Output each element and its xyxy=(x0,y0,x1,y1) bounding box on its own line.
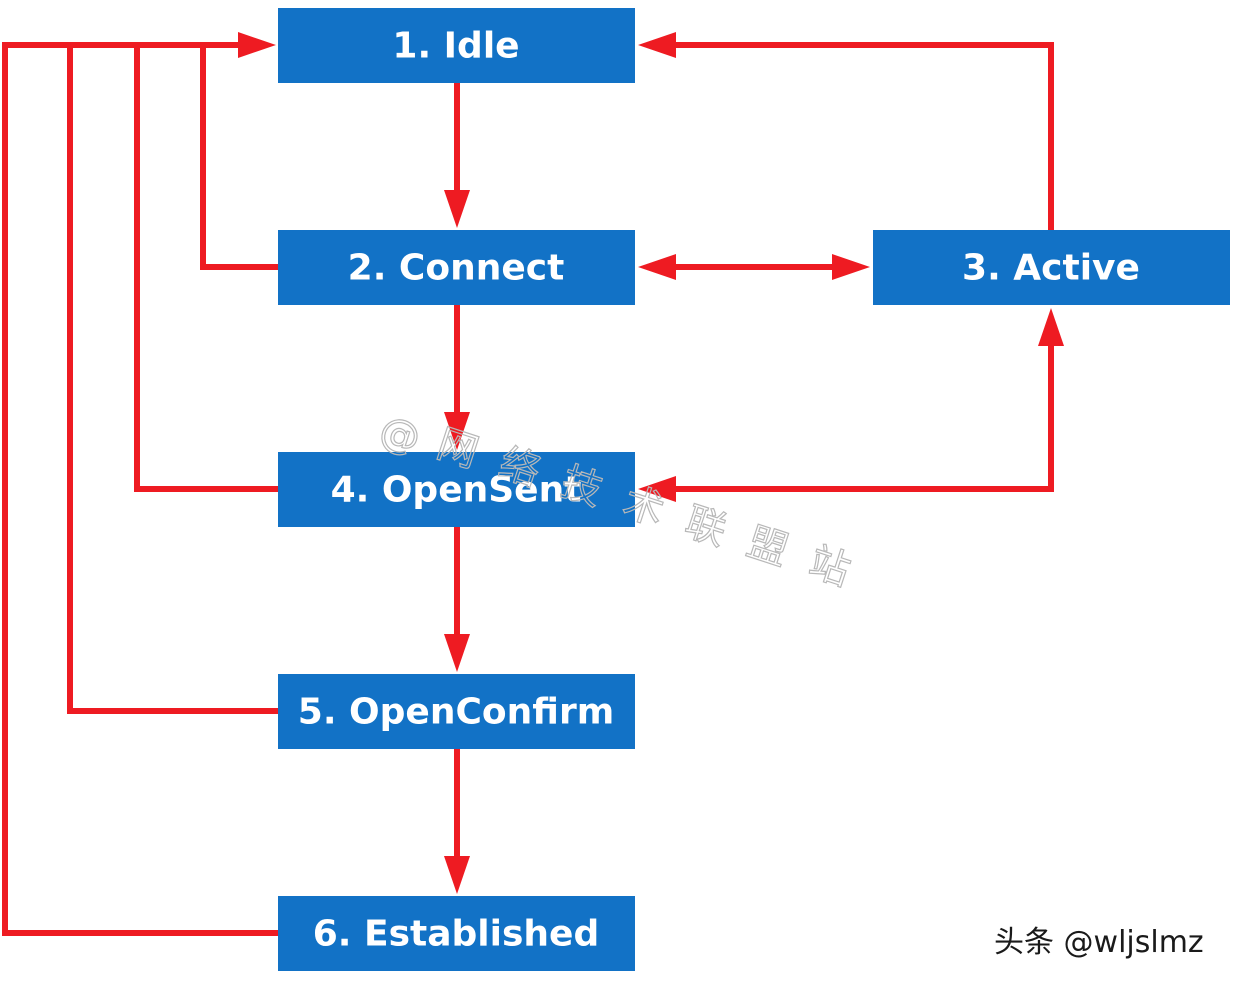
arrowhead-into-opensent-from-active xyxy=(638,476,676,502)
edge-openconfirm-to-idle xyxy=(67,45,278,714)
arrowhead-into-openconfirm xyxy=(444,634,470,672)
state-active: 3. Active xyxy=(873,230,1230,305)
edge-active-opensent xyxy=(668,338,1054,492)
arrowhead-into-active-from-opensent xyxy=(1038,308,1064,346)
edge-connect-to-idle xyxy=(200,45,278,270)
state-active-label: 3. Active xyxy=(962,248,1140,289)
state-idle-label: 1. Idle xyxy=(392,26,519,67)
watermark-char: 联 xyxy=(680,499,732,555)
state-openconfirm: 5. OpenConfirm xyxy=(278,674,635,749)
edge-active-to-idle xyxy=(668,42,1054,230)
state-opensent-label: 4. OpenSent xyxy=(331,470,582,511)
arrowhead-into-idle-from-left xyxy=(238,32,276,58)
arrowhead-into-established xyxy=(444,856,470,894)
state-connect: 2. Connect xyxy=(278,230,635,305)
state-connect-label: 2. Connect xyxy=(348,248,565,289)
edge-opensent-to-idle xyxy=(134,45,278,492)
state-established: 6. Established xyxy=(278,896,635,971)
state-opensent: 4. OpenSent xyxy=(278,452,635,527)
arrowhead-into-active-from-connect xyxy=(832,254,870,280)
credit-label: 头条 @wljslmz xyxy=(994,925,1204,960)
edge-established-to-idle xyxy=(2,42,278,936)
arrowhead-into-connect-from-active xyxy=(638,254,676,280)
transition-edges xyxy=(2,32,1064,936)
arrowhead-into-opensent xyxy=(444,412,470,450)
state-idle: 1. Idle xyxy=(278,8,635,83)
watermark-char: 站 xyxy=(804,539,856,595)
arrowhead-into-connect xyxy=(444,190,470,228)
watermark-char: 盟 xyxy=(742,519,794,575)
state-openconfirm-label: 5. OpenConfirm xyxy=(298,692,614,733)
arrowhead-into-idle-from-active xyxy=(638,32,676,58)
state-established-label: 6. Established xyxy=(313,914,599,955)
